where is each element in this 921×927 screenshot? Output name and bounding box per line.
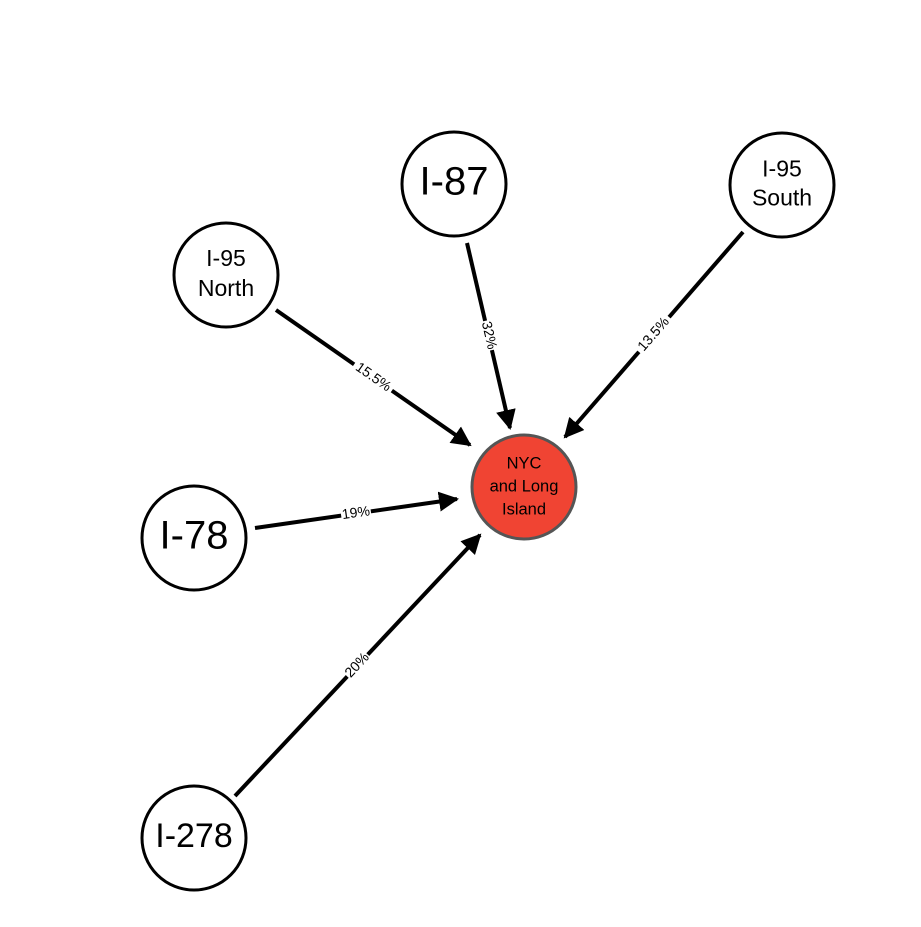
node-label-line: South xyxy=(752,185,812,211)
edge-label-background xyxy=(339,502,373,525)
node-label-line: NYC xyxy=(507,454,542,472)
edge-label-group: 32% xyxy=(476,318,501,353)
node-label-line: I-278 xyxy=(155,817,233,855)
edge-label-background xyxy=(340,648,375,683)
node-label-line: Island xyxy=(502,500,546,518)
node-label-line: and Long xyxy=(490,477,559,495)
node-i278: I-278 xyxy=(140,784,248,892)
edge-i95south-to-nyc: 13.5% xyxy=(563,230,745,439)
edge-i95north-to-nyc: 15.5% xyxy=(274,308,472,447)
edge-label-group: 13.5% xyxy=(632,311,676,358)
source-node-circle xyxy=(728,131,836,239)
source-node-circle xyxy=(172,221,280,329)
edge-label-background xyxy=(348,356,398,399)
node-label-line: I-95 xyxy=(762,156,802,182)
node-i78: I-78 xyxy=(140,484,248,592)
edge-label-background xyxy=(476,318,501,353)
node-label-line: I-87 xyxy=(420,160,489,204)
source-node-circle xyxy=(140,784,248,892)
edge-label: 19% xyxy=(341,502,371,522)
node-label-line: I-95 xyxy=(206,245,246,271)
edge-label: 32% xyxy=(479,320,501,351)
target-node-circle xyxy=(470,433,578,541)
edge-i87-to-nyc: 32% xyxy=(465,242,516,430)
node-label-line: I-78 xyxy=(160,514,229,558)
edge-i278-to-nyc: 20% xyxy=(233,533,482,798)
node-i87: I-87 xyxy=(400,130,508,238)
source-node-circle xyxy=(400,130,508,238)
edge-label-background xyxy=(632,311,676,358)
edge-label-group: 15.5% xyxy=(348,356,398,399)
node-label-line: North xyxy=(198,275,254,301)
edge-label-group: 19% xyxy=(339,502,373,525)
edge-i78-to-nyc: 19% xyxy=(254,491,459,530)
source-node-circle xyxy=(140,484,248,592)
